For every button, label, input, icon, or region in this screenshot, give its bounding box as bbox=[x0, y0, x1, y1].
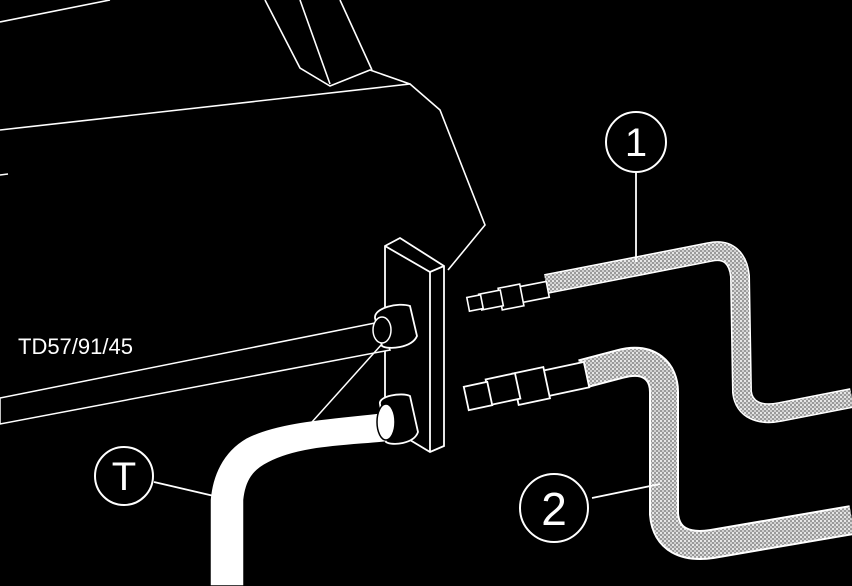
leader-line-2 bbox=[591, 483, 661, 499]
callout-2-label: 2 bbox=[541, 483, 567, 535]
rigid-pipe-upper bbox=[0, 303, 418, 425]
hose-1 bbox=[465, 241, 852, 424]
reference-code: TD57/91/45 bbox=[18, 334, 133, 359]
callout-t-label: T bbox=[112, 455, 136, 499]
leader-line-t bbox=[153, 481, 215, 497]
callout-1: 1 bbox=[605, 111, 667, 173]
hose-2-quick-coupler bbox=[462, 360, 591, 412]
callout-2: 2 bbox=[519, 473, 589, 543]
tool-t-hose bbox=[209, 393, 419, 586]
leader-line-coupling bbox=[311, 343, 383, 423]
callout-1-label: 1 bbox=[625, 121, 647, 165]
hose-2 bbox=[462, 347, 852, 560]
hose-1-quick-coupler bbox=[465, 280, 551, 313]
callout-t: T bbox=[94, 446, 154, 506]
machine-housing-outline bbox=[0, 0, 486, 271]
